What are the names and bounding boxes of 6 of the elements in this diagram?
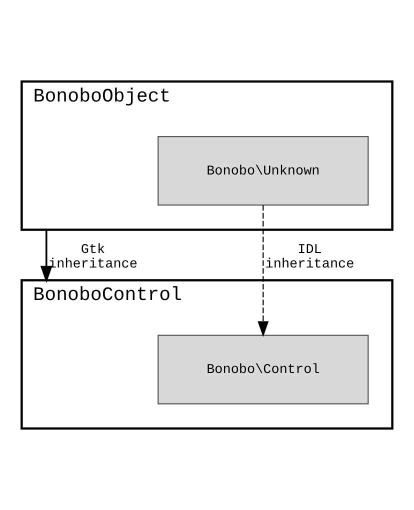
- arrow: [40, 230, 52, 283]
- edge-label: IDL inheritance: [265, 242, 354, 272]
- arrow: [258, 205, 269, 337]
- node-box: Bonobo\Control: [158, 334, 369, 404]
- node-box: Bonobo\Unknown: [158, 136, 369, 206]
- edge-label: Gtk inheritance: [48, 242, 138, 272]
